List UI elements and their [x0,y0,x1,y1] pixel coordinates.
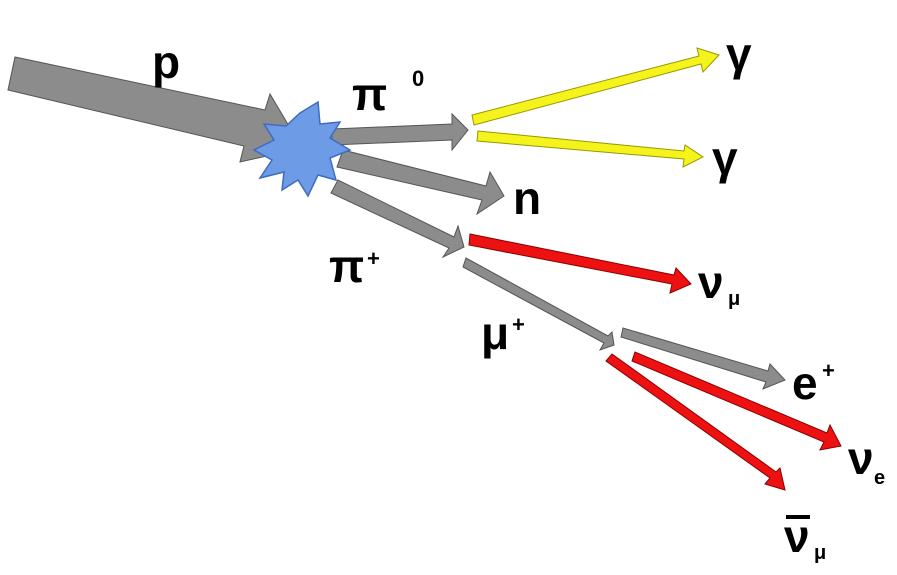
gamma-2-arrow [476,130,704,168]
label-nu-mu: ν [698,256,724,308]
label-pi0-sup: 0 [412,66,424,91]
label-pi0: π [352,68,387,120]
e-plus-arrow [620,327,786,390]
pi-plus-arrow [330,179,465,259]
nubar-mu-arrow [605,353,786,491]
nu-mu-arrow [468,233,692,294]
neutron-arrow [336,149,505,216]
label-nu-mu-sub: μ [728,288,740,310]
label-mu-plus: μ [481,307,509,359]
label-pi-plus-sup: + [367,246,380,271]
pi0-arrow [331,112,469,152]
label-nubar-mu: ν [784,510,810,562]
label-nubar-mu-sub: μ [814,542,826,564]
label-pi-plus: π [329,240,364,292]
label-mu-plus-sup: + [512,312,525,337]
label-nu-e-sub: e [874,467,885,489]
label-p: p [152,36,180,88]
label-e-plus: e [792,357,818,409]
mu-plus-arrow [462,257,615,351]
proton-arrow [7,56,303,163]
collision-star-icon [252,100,352,198]
label-n: n [513,172,541,224]
nu-e-arrow [631,351,842,451]
label-e-plus-sup: + [822,358,835,383]
label-gamma-1: γ [726,28,752,80]
label-gamma-2: γ [712,132,738,184]
label-nu-e: ν [848,432,874,484]
gamma-1-arrow [471,47,720,126]
